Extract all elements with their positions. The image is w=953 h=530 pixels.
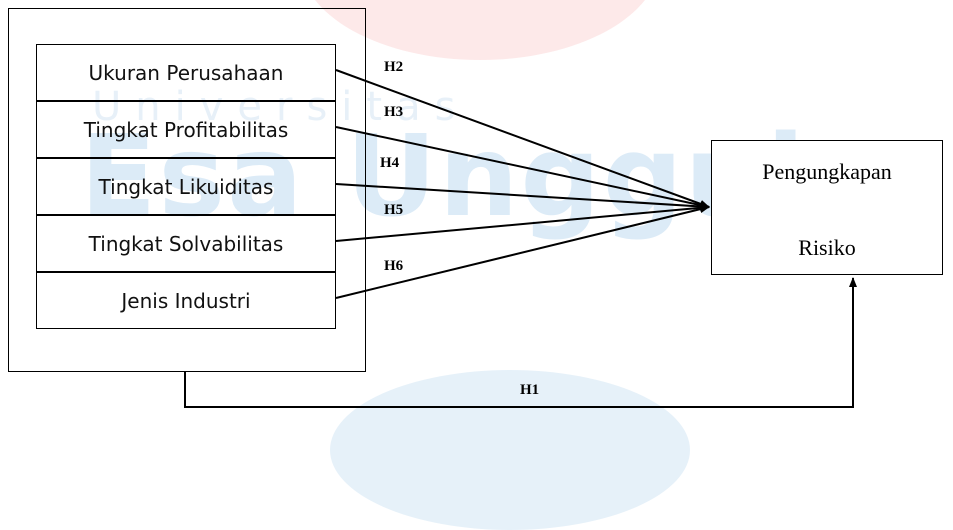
dependent-variable-label-line2: Risiko bbox=[798, 235, 856, 260]
hypothesis-label-h6: H6 bbox=[384, 258, 404, 274]
independent-variables-group bbox=[8, 8, 366, 372]
hypothesis-label-h3: H3 bbox=[384, 104, 404, 120]
arrow-h6 bbox=[335, 205, 710, 299]
arrow-h1 bbox=[184, 277, 857, 408]
variable-box-tingkat-solvabilitas: Tingkat Solvabilitas bbox=[36, 215, 336, 272]
variable-box-tingkat-profitabilitas: Tingkat Profitabilitas bbox=[36, 101, 336, 158]
hypothesis-label-h2: H2 bbox=[384, 59, 404, 75]
hypothesis-label-h5: H5 bbox=[384, 202, 404, 218]
hypothesis-label-h4: H4 bbox=[380, 155, 400, 171]
variable-box-ukuran-perusahaan: Ukuran Perusahaan bbox=[36, 44, 336, 101]
arrow-h5 bbox=[335, 203, 710, 242]
arrow-h3 bbox=[335, 126, 710, 210]
dependent-variable-box: Pengungkapan Risiko bbox=[711, 140, 943, 275]
dependent-variable-label-line1: Pengungkapan bbox=[762, 159, 892, 184]
variable-box-tingkat-likuiditas: Tingkat Likuiditas bbox=[36, 158, 336, 215]
watermark-esa-unggul-text: Esa Unggul bbox=[80, 112, 807, 242]
arrow-h4 bbox=[335, 183, 710, 211]
arrow-layer bbox=[184, 69, 857, 408]
variable-box-jenis-industri: Jenis Industri bbox=[36, 272, 336, 329]
hypothesis-label-h1: H1 bbox=[520, 382, 540, 398]
arrow-h2 bbox=[335, 69, 710, 208]
